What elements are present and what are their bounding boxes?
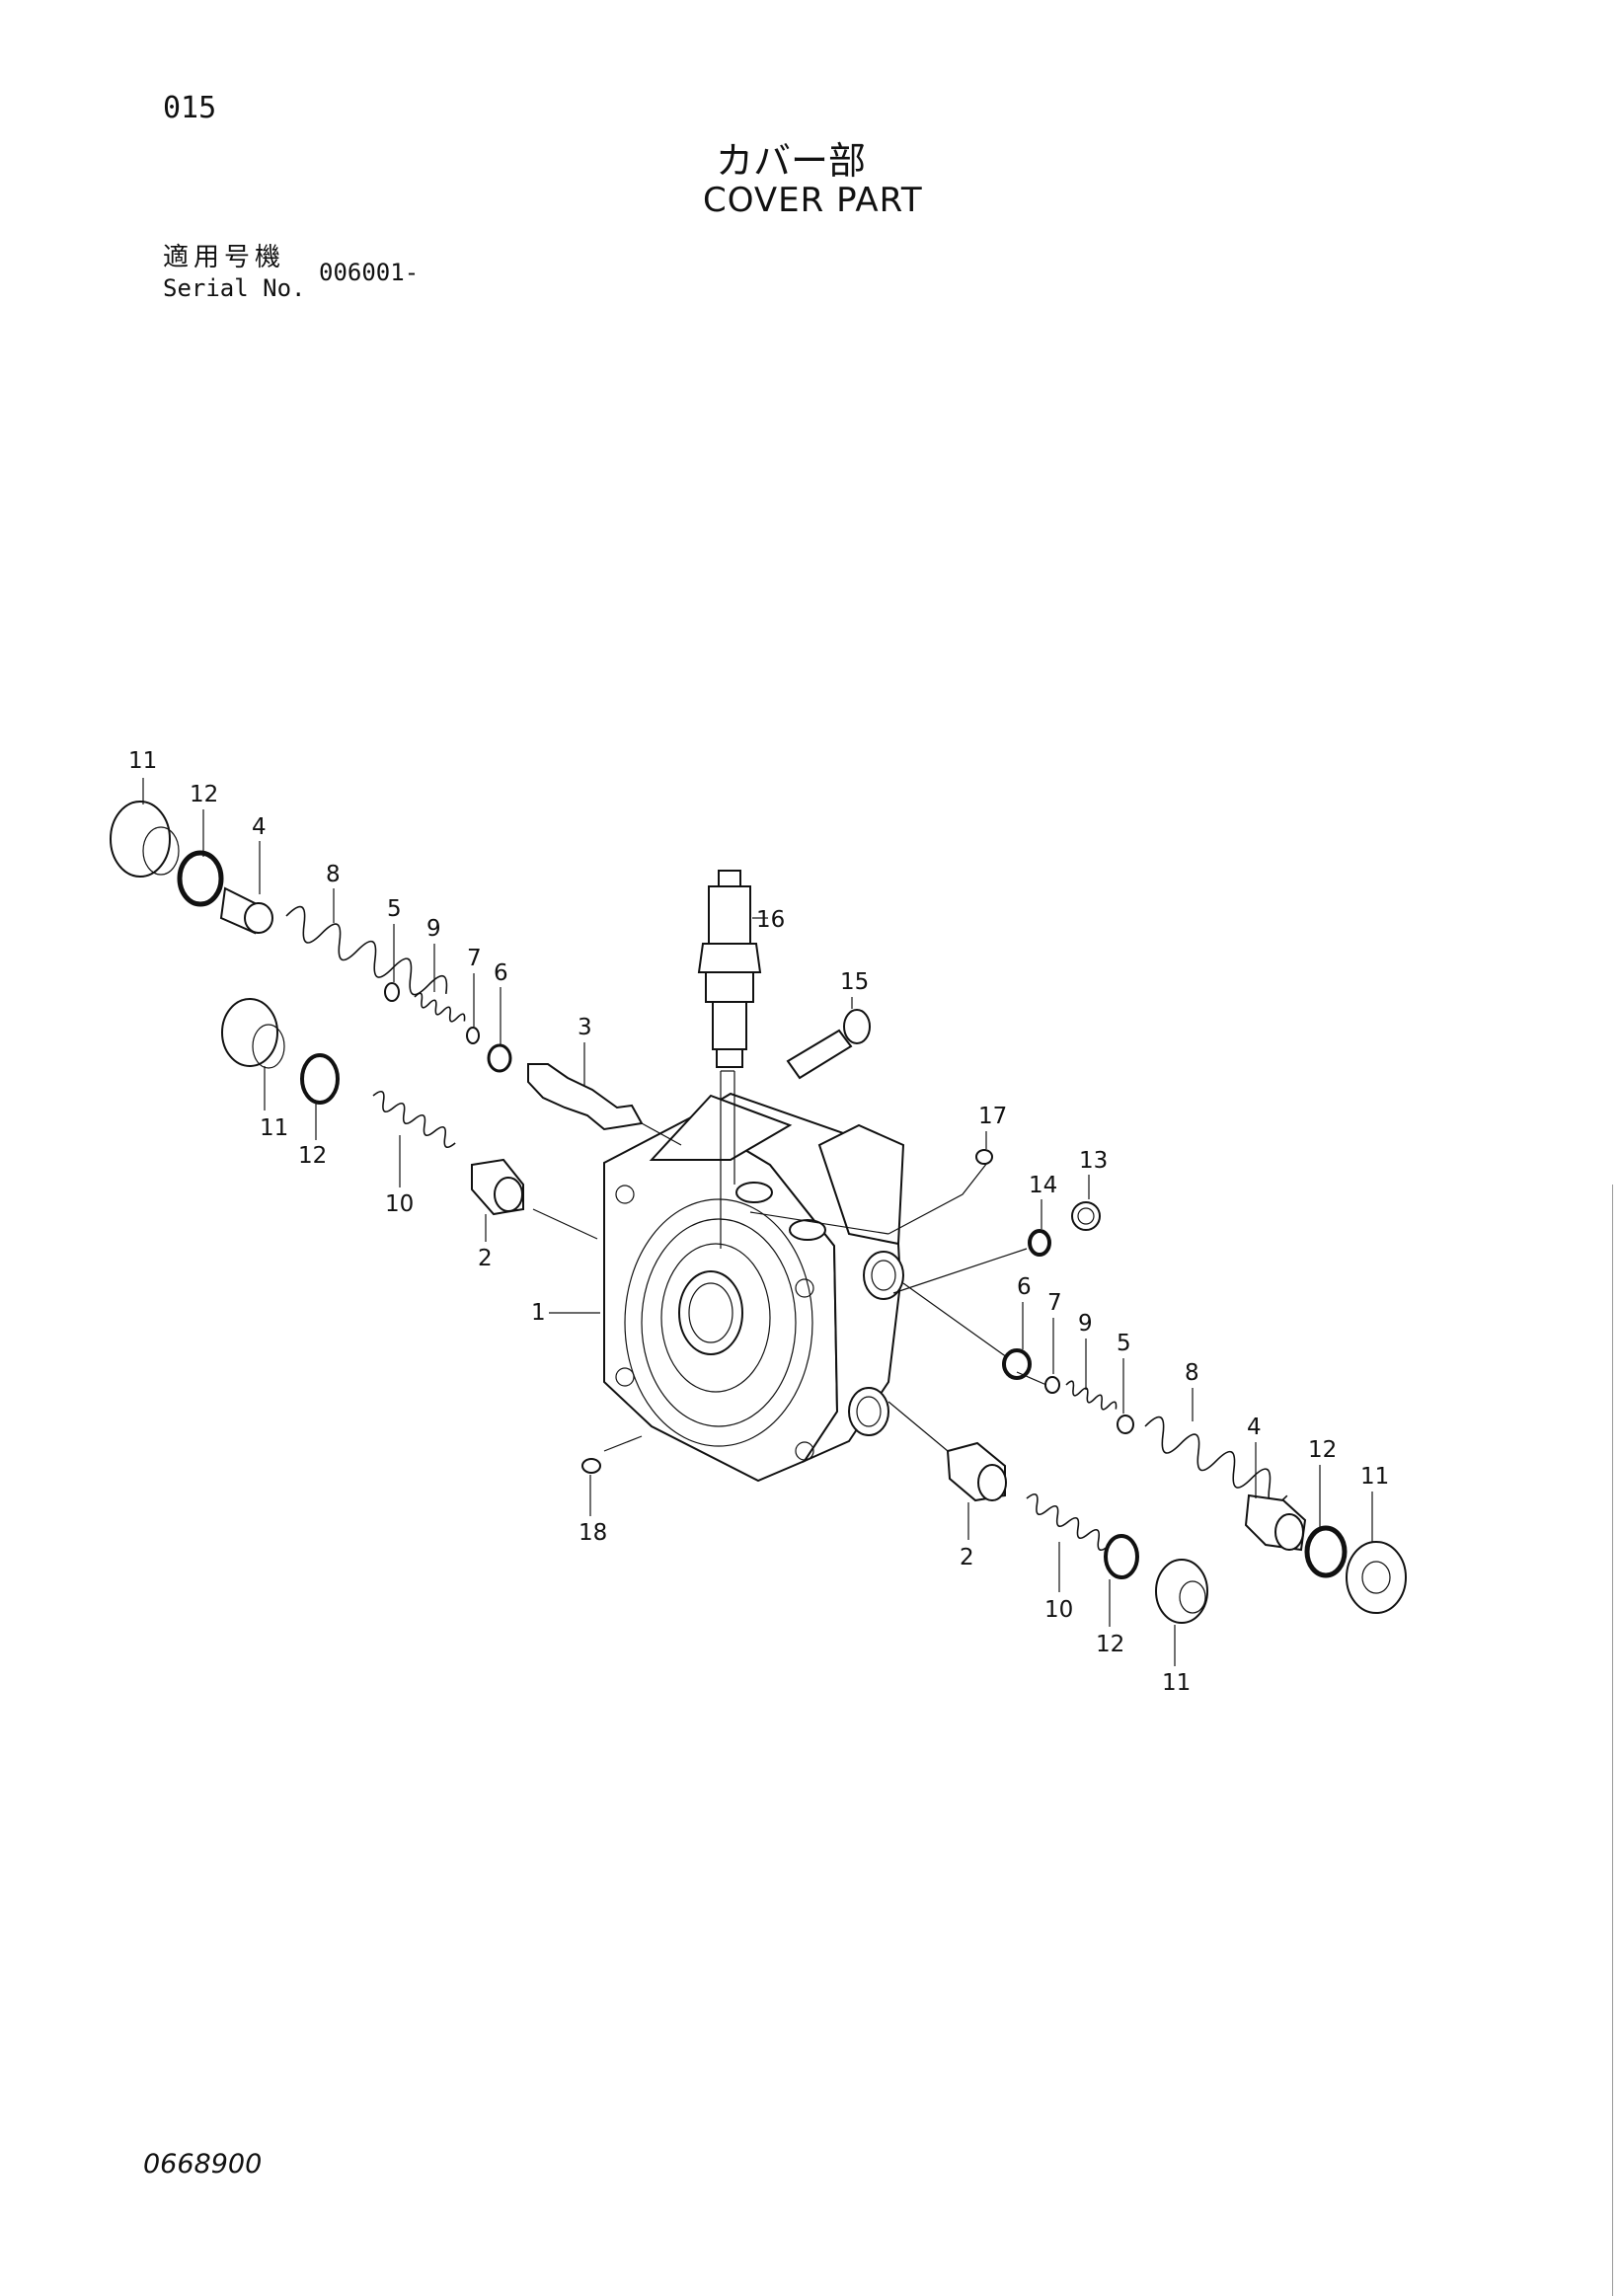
page-title: COVER PART [703,181,923,220]
callout-3: 3 [578,1015,592,1040]
callout-2: 2 [960,1545,974,1570]
callout-15: 15 [840,969,869,995]
lower-middle-plug-assembly [946,1441,1208,1624]
scan-edge-line [1612,1185,1613,2296]
callout-12: 12 [1096,1632,1124,1657]
serial-label-japanese: 適用号機 [163,243,286,272]
lower-right-spring-assembly [1002,1348,1407,1614]
callout-11: 11 [1360,1464,1389,1490]
callout-4: 4 [252,814,267,840]
serial-number-value: 006001- [319,259,420,286]
callout-12: 12 [298,1143,327,1169]
callout-8: 8 [1185,1360,1199,1386]
plug-17 [975,1149,993,1165]
socket-screw-15 [786,1009,871,1080]
callout-12: 12 [190,782,218,807]
middle-left-plug-assembly [221,998,524,1216]
callout-13: 13 [1079,1148,1108,1174]
callout-12: 12 [1308,1437,1337,1463]
callout-16: 16 [756,907,785,933]
cover-housing [603,1092,905,1483]
callout-7: 7 [467,946,482,971]
document-code: 0668900 [143,2149,263,2180]
callout-6: 6 [1017,1274,1032,1300]
callout-17: 17 [978,1104,1007,1129]
callout-11: 11 [260,1115,288,1141]
callout-4: 4 [1247,1415,1262,1440]
callout-11: 11 [1162,1670,1191,1696]
o-ring-14 [1028,1229,1051,1257]
callout-14: 14 [1029,1173,1057,1198]
upper-left-spring-assembly [110,801,644,1131]
serial-label: Serial No. [163,274,306,302]
callout-5: 5 [387,896,402,922]
relief-valve-cartridge [697,870,762,1068]
callouts: 11 12 4 8 5 9 7 6 3 16 15 11 12 10 2 1 1… [128,748,1389,1696]
callout-9: 9 [426,916,441,942]
assembly-lines [532,1070,1047,1452]
callout-1: 1 [531,1300,546,1326]
callout-10: 10 [1044,1597,1073,1623]
callout-8: 8 [326,862,341,887]
callout-10: 10 [385,1191,414,1217]
page-number: 015 [163,91,217,125]
callout-5: 5 [1117,1331,1131,1356]
plug-13 [1071,1201,1101,1231]
page-title-japanese: カバー部 [716,139,867,183]
callout-11: 11 [128,748,157,774]
callout-7: 7 [1047,1290,1062,1316]
plug-18 [581,1458,601,1474]
callout-2: 2 [478,1246,493,1271]
callout-6: 6 [494,960,508,986]
callout-18: 18 [579,1520,607,1546]
callout-9: 9 [1078,1311,1093,1337]
